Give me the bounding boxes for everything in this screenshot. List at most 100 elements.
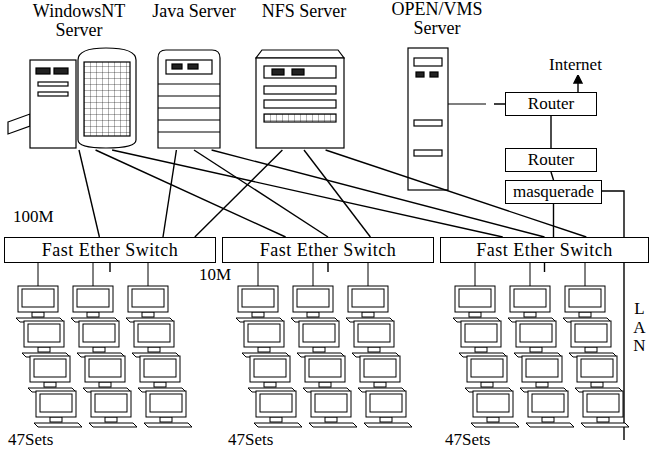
pc-monitor <box>134 321 174 347</box>
pc-monitor <box>303 324 335 342</box>
pc-monitor <box>516 321 556 347</box>
pc-monitor <box>510 286 550 312</box>
pc-monitor <box>581 391 629 427</box>
pc-monitor <box>154 382 166 387</box>
server-icon-node: OPEN/VMS Server <box>380 0 494 190</box>
pc-monitor <box>95 394 127 412</box>
pc-monitor <box>528 391 568 417</box>
pc-monitor <box>140 356 180 382</box>
pc-monitor <box>309 391 357 427</box>
pc-monitor <box>569 289 601 307</box>
nfs-server-icon <box>264 114 336 122</box>
pc-monitor <box>360 356 400 382</box>
pc-monitor <box>526 359 558 377</box>
nfs-server-icon <box>272 69 284 75</box>
pc-monitor <box>530 347 542 352</box>
network-cable <box>195 150 283 237</box>
pc-monitor <box>309 359 341 377</box>
openvms-server-icon <box>408 48 448 190</box>
pc-monitor <box>487 417 499 422</box>
pc-monitor <box>299 321 339 347</box>
java-server-icon <box>158 131 220 132</box>
internet-arrow <box>574 75 582 92</box>
pc-monitor <box>346 286 394 322</box>
pc-monitor <box>362 312 374 317</box>
drop-line <box>585 263 586 286</box>
server-name: OPEN/VMS Server <box>380 0 494 38</box>
pc-monitor <box>313 347 325 352</box>
pc-monitor <box>366 391 406 417</box>
pc-monitor <box>77 289 109 307</box>
pc-monitor <box>453 286 501 322</box>
nfs-server-icon <box>264 66 336 78</box>
pc-monitor <box>238 286 278 312</box>
java-server-icon <box>158 119 220 120</box>
pc-monitor <box>252 312 264 317</box>
java-server-icon <box>166 60 212 74</box>
openvms-server-icon <box>414 120 442 126</box>
pc-monitor <box>581 359 613 377</box>
pc-monitor <box>581 423 629 427</box>
pc-monitor <box>264 382 276 387</box>
pc-monitor <box>348 286 388 312</box>
pc-monitor <box>44 382 56 387</box>
pc-monitor <box>30 356 70 382</box>
pc-monitor <box>542 417 554 422</box>
pc-monitor <box>270 417 282 422</box>
openvms-server-icon <box>430 72 438 77</box>
pc-monitor <box>91 391 131 417</box>
box-label: Fast Ether Switch <box>38 240 183 261</box>
box-label: masquerade <box>509 182 598 202</box>
pc-monitor <box>526 423 574 427</box>
pc-monitor <box>297 289 329 307</box>
pc-monitor <box>28 356 76 392</box>
java-server-icon <box>158 50 220 148</box>
drop-line <box>313 263 314 286</box>
pc-monitor <box>368 347 380 352</box>
pc-monitor <box>260 394 292 412</box>
windowsnt-server-icon <box>36 68 50 74</box>
pc-monitor <box>477 394 509 412</box>
pc-monitor <box>514 289 546 307</box>
pc-monitor <box>24 321 64 347</box>
pc-monitor <box>83 356 131 392</box>
server-name: WindowsNT Server <box>10 2 148 40</box>
java-server-icon <box>158 95 220 96</box>
pc-group: 47Sets <box>228 272 418 450</box>
pc-monitor <box>34 423 82 427</box>
pc-monitor <box>467 356 507 382</box>
pc-monitor <box>242 321 290 357</box>
pc-monitor <box>374 382 386 387</box>
pc-monitor <box>455 286 495 312</box>
pc-monitor <box>325 417 337 422</box>
pc-group-art <box>16 263 629 427</box>
server-name: NFS Server <box>250 2 358 21</box>
nfs-server-icon <box>264 86 336 94</box>
server-icon-node: Java Server <box>150 2 238 150</box>
count-label: 47Sets <box>8 430 55 450</box>
java-server-icon <box>158 83 220 84</box>
drop-line <box>530 263 531 286</box>
network-cable <box>96 150 286 237</box>
nfs-server-icon <box>256 50 344 148</box>
pc-monitor <box>254 423 302 427</box>
pc-monitor <box>364 359 396 377</box>
pc-monitor <box>508 286 556 322</box>
pc-monitor <box>293 286 333 312</box>
server-icon-node: WindowsNT Server <box>10 2 148 150</box>
pc-group: 47Sets <box>445 272 620 450</box>
pc-monitor <box>22 289 54 307</box>
box-label: Router <box>524 150 578 170</box>
pc-monitor <box>244 321 284 347</box>
pc-monitor <box>73 286 113 312</box>
drop-line <box>93 263 94 286</box>
masquerade-box: masquerade <box>505 180 602 204</box>
pc-monitor <box>461 321 501 347</box>
lan-label: LAN <box>630 300 649 356</box>
speed-label: 10M <box>198 265 232 285</box>
pc-monitor <box>364 391 412 427</box>
java-server-icon <box>172 64 182 69</box>
pc-monitor <box>297 321 345 357</box>
pc-monitor <box>138 356 186 392</box>
